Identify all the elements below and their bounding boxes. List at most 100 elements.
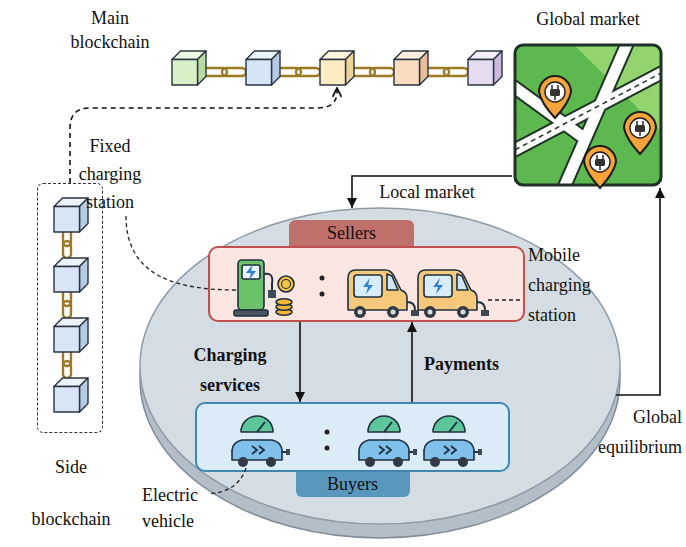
block-cube: [272, 51, 281, 85]
electric-vehicle-icon: [449, 422, 457, 432]
mobile-charging-station-icon: [363, 278, 373, 294]
diagram-stage: Global equilibrium: [588, 402, 682, 462]
block-cube: [172, 51, 206, 85]
electric-vehicle-icon: [384, 422, 392, 432]
edge-label: Global equilibrium: [588, 402, 682, 462]
local-market-disk-art: [140, 208, 620, 524]
electric-vehicle-icon: [266, 457, 276, 467]
mobile-charging-station-icon: [428, 310, 433, 315]
edge-label: Local market: [362, 180, 492, 204]
block-cube: [54, 387, 80, 413]
chain-link: [63, 361, 71, 378]
ellipsis-dots: [320, 276, 325, 297]
global-market-map-art: [512, 42, 664, 188]
node-title: Main blockchain: [58, 6, 162, 54]
edge-label: Charging services: [166, 340, 294, 400]
edge-label: Payments: [424, 350, 524, 378]
mobile-charging-station-icon: [457, 306, 469, 318]
node-title: Global market: [508, 6, 668, 32]
block-cube: [246, 60, 272, 86]
mobile-charging-station-icon: [407, 302, 415, 310]
chain-link: [63, 349, 71, 378]
fixed-charging-station-icon: [242, 265, 260, 279]
electric-vehicle-icon: [365, 457, 375, 467]
heading-tab: Sellers: [289, 220, 414, 246]
electric-vehicle-icon: [424, 440, 474, 460]
fixed-charging-station-icon: [268, 290, 276, 298]
sellers-box-art: [210, 248, 527, 324]
charging-pin: [595, 159, 605, 166]
chain-link: [63, 229, 71, 258]
block-cube: [54, 198, 88, 232]
block-cube: [54, 318, 88, 352]
global-market-map: Global market: [512, 42, 664, 188]
flow-arrow: [70, 88, 337, 183]
buyers-box: Buyers: [195, 402, 510, 472]
chain-link: [203, 68, 246, 76]
block-cube: [468, 51, 502, 85]
fixed-charging-station-icon: [264, 274, 272, 290]
mobile-charging-station-icon: [457, 274, 468, 290]
main-blockchain: Main blockchain: [170, 50, 505, 86]
diagram-stage: Mobile charging station: [528, 240, 614, 330]
flow-arrow: [411, 322, 413, 402]
side-blockchain-art: [38, 184, 104, 434]
callout-label: Electric vehicle: [142, 482, 222, 534]
diagram-stage: Electric vehicle: [142, 482, 222, 534]
electric-vehicle-icon: [424, 416, 482, 467]
global-market-map-art: [515, 70, 661, 154]
box-heading: Buyers: [327, 472, 378, 497]
mobile-charging-station-icon: [481, 310, 489, 316]
electric-vehicle-icon: [238, 457, 248, 467]
block-cube: [172, 60, 198, 86]
electric-vehicle-icon: [430, 457, 440, 467]
mobile-charging-station-icon: [391, 310, 396, 315]
mobile-charging-station-icon: [418, 270, 477, 310]
mobile-charging-station-icon: [387, 274, 398, 290]
electric-vehicle-icon: [286, 449, 290, 455]
block-cube: [80, 318, 89, 352]
block-cube: [320, 51, 354, 85]
electric-vehicle-icon: [359, 440, 409, 460]
global-market-map-art: [515, 45, 661, 185]
charging-pin: [539, 76, 571, 118]
mobile-charging-station-icon: [424, 306, 436, 318]
charging-pin: [624, 112, 656, 154]
electric-vehicle-icon: [232, 440, 282, 460]
charging-pin: [550, 89, 560, 96]
ellipsis-dots: [320, 292, 325, 297]
electric-vehicle-icon: [241, 416, 273, 432]
callout-label: Fixed charging station: [68, 132, 152, 216]
box-heading: Sellers: [327, 220, 376, 246]
flow-arrow: [299, 322, 301, 402]
block-cube: [246, 51, 280, 85]
diagram-stage: Fixed charging station: [68, 132, 152, 216]
flow-arrow: [616, 188, 660, 395]
electric-vehicle-icon: [379, 446, 391, 454]
charging-pin: [635, 125, 645, 132]
leader-line: [488, 299, 523, 300]
node-title: Side blockchain: [24, 441, 118, 545]
block-cube: [394, 51, 428, 85]
leader-line: [126, 216, 236, 290]
electric-vehicle-icon: [458, 457, 468, 467]
electric-vehicle-icon: [478, 449, 482, 455]
charging-pin: [624, 112, 656, 154]
side-blockchain: Side blockchain: [24, 441, 118, 545]
ellipsis-dots: [320, 276, 325, 281]
ellipsis-dots: [325, 430, 330, 435]
mobile-charging-station-icon: [354, 275, 382, 297]
sellers-box: Sellers: [208, 246, 525, 322]
charging-pin: [584, 146, 616, 188]
mobile-charging-station-icon: [424, 275, 452, 297]
chain-link: [63, 241, 71, 258]
chain-link: [425, 68, 468, 76]
charging-pin: [597, 155, 603, 170]
electric-vehicle-icon: [393, 457, 403, 467]
diagram-stage: Local market: [362, 180, 492, 204]
heading-tab: Buyers: [296, 472, 410, 497]
fixed-charging-station-icon: [234, 310, 268, 316]
charging-pin: [545, 82, 565, 102]
